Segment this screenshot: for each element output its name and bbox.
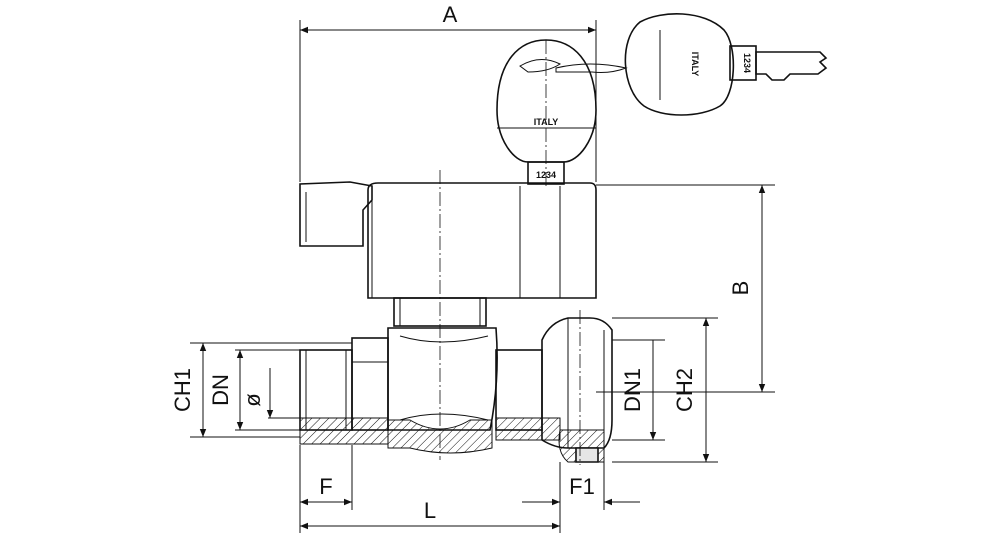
key: ITALY 1234 (555, 13, 828, 116)
dimension-DN: DN (208, 349, 300, 431)
lock-cap: ITALY 1234 (496, 39, 597, 185)
lock-cap-brand: ITALY (534, 117, 559, 127)
dimension-A: A (299, 2, 597, 182)
key-brand: ITALY (690, 52, 700, 77)
dimension-CH2-label: CH2 (672, 368, 697, 412)
dimension-F: F (299, 445, 353, 533)
dimension-F1: F1 (522, 462, 640, 533)
dimension-CH1: CH1 (170, 342, 352, 438)
dimension-F1-label: F1 (569, 474, 595, 499)
dimension-L: L (300, 498, 560, 530)
dimension-phi-label: ø (240, 393, 265, 406)
dimension-phi: ø (240, 368, 300, 419)
key-serial: 1234 (742, 53, 752, 73)
dimension-B-label: B (728, 281, 753, 296)
section-hatching (299, 417, 605, 463)
dimension-B: B (596, 184, 775, 393)
center-lines (439, 40, 581, 465)
dimension-DN-label: DN (208, 374, 233, 406)
dimension-L-label: L (424, 498, 436, 523)
dimension-A-label: A (443, 2, 458, 27)
dimension-F-label: F (319, 474, 332, 499)
handle-lever (299, 181, 373, 247)
dimension-DN1-label: DN1 (620, 368, 645, 412)
dimension-DN1: DN1 (612, 339, 665, 441)
lock-body (367, 182, 597, 299)
hex-nut-left (351, 337, 389, 431)
dimension-CH2: CH2 (612, 317, 718, 463)
ball-housing (387, 327, 498, 431)
dimension-CH1-label: CH1 (170, 368, 195, 412)
